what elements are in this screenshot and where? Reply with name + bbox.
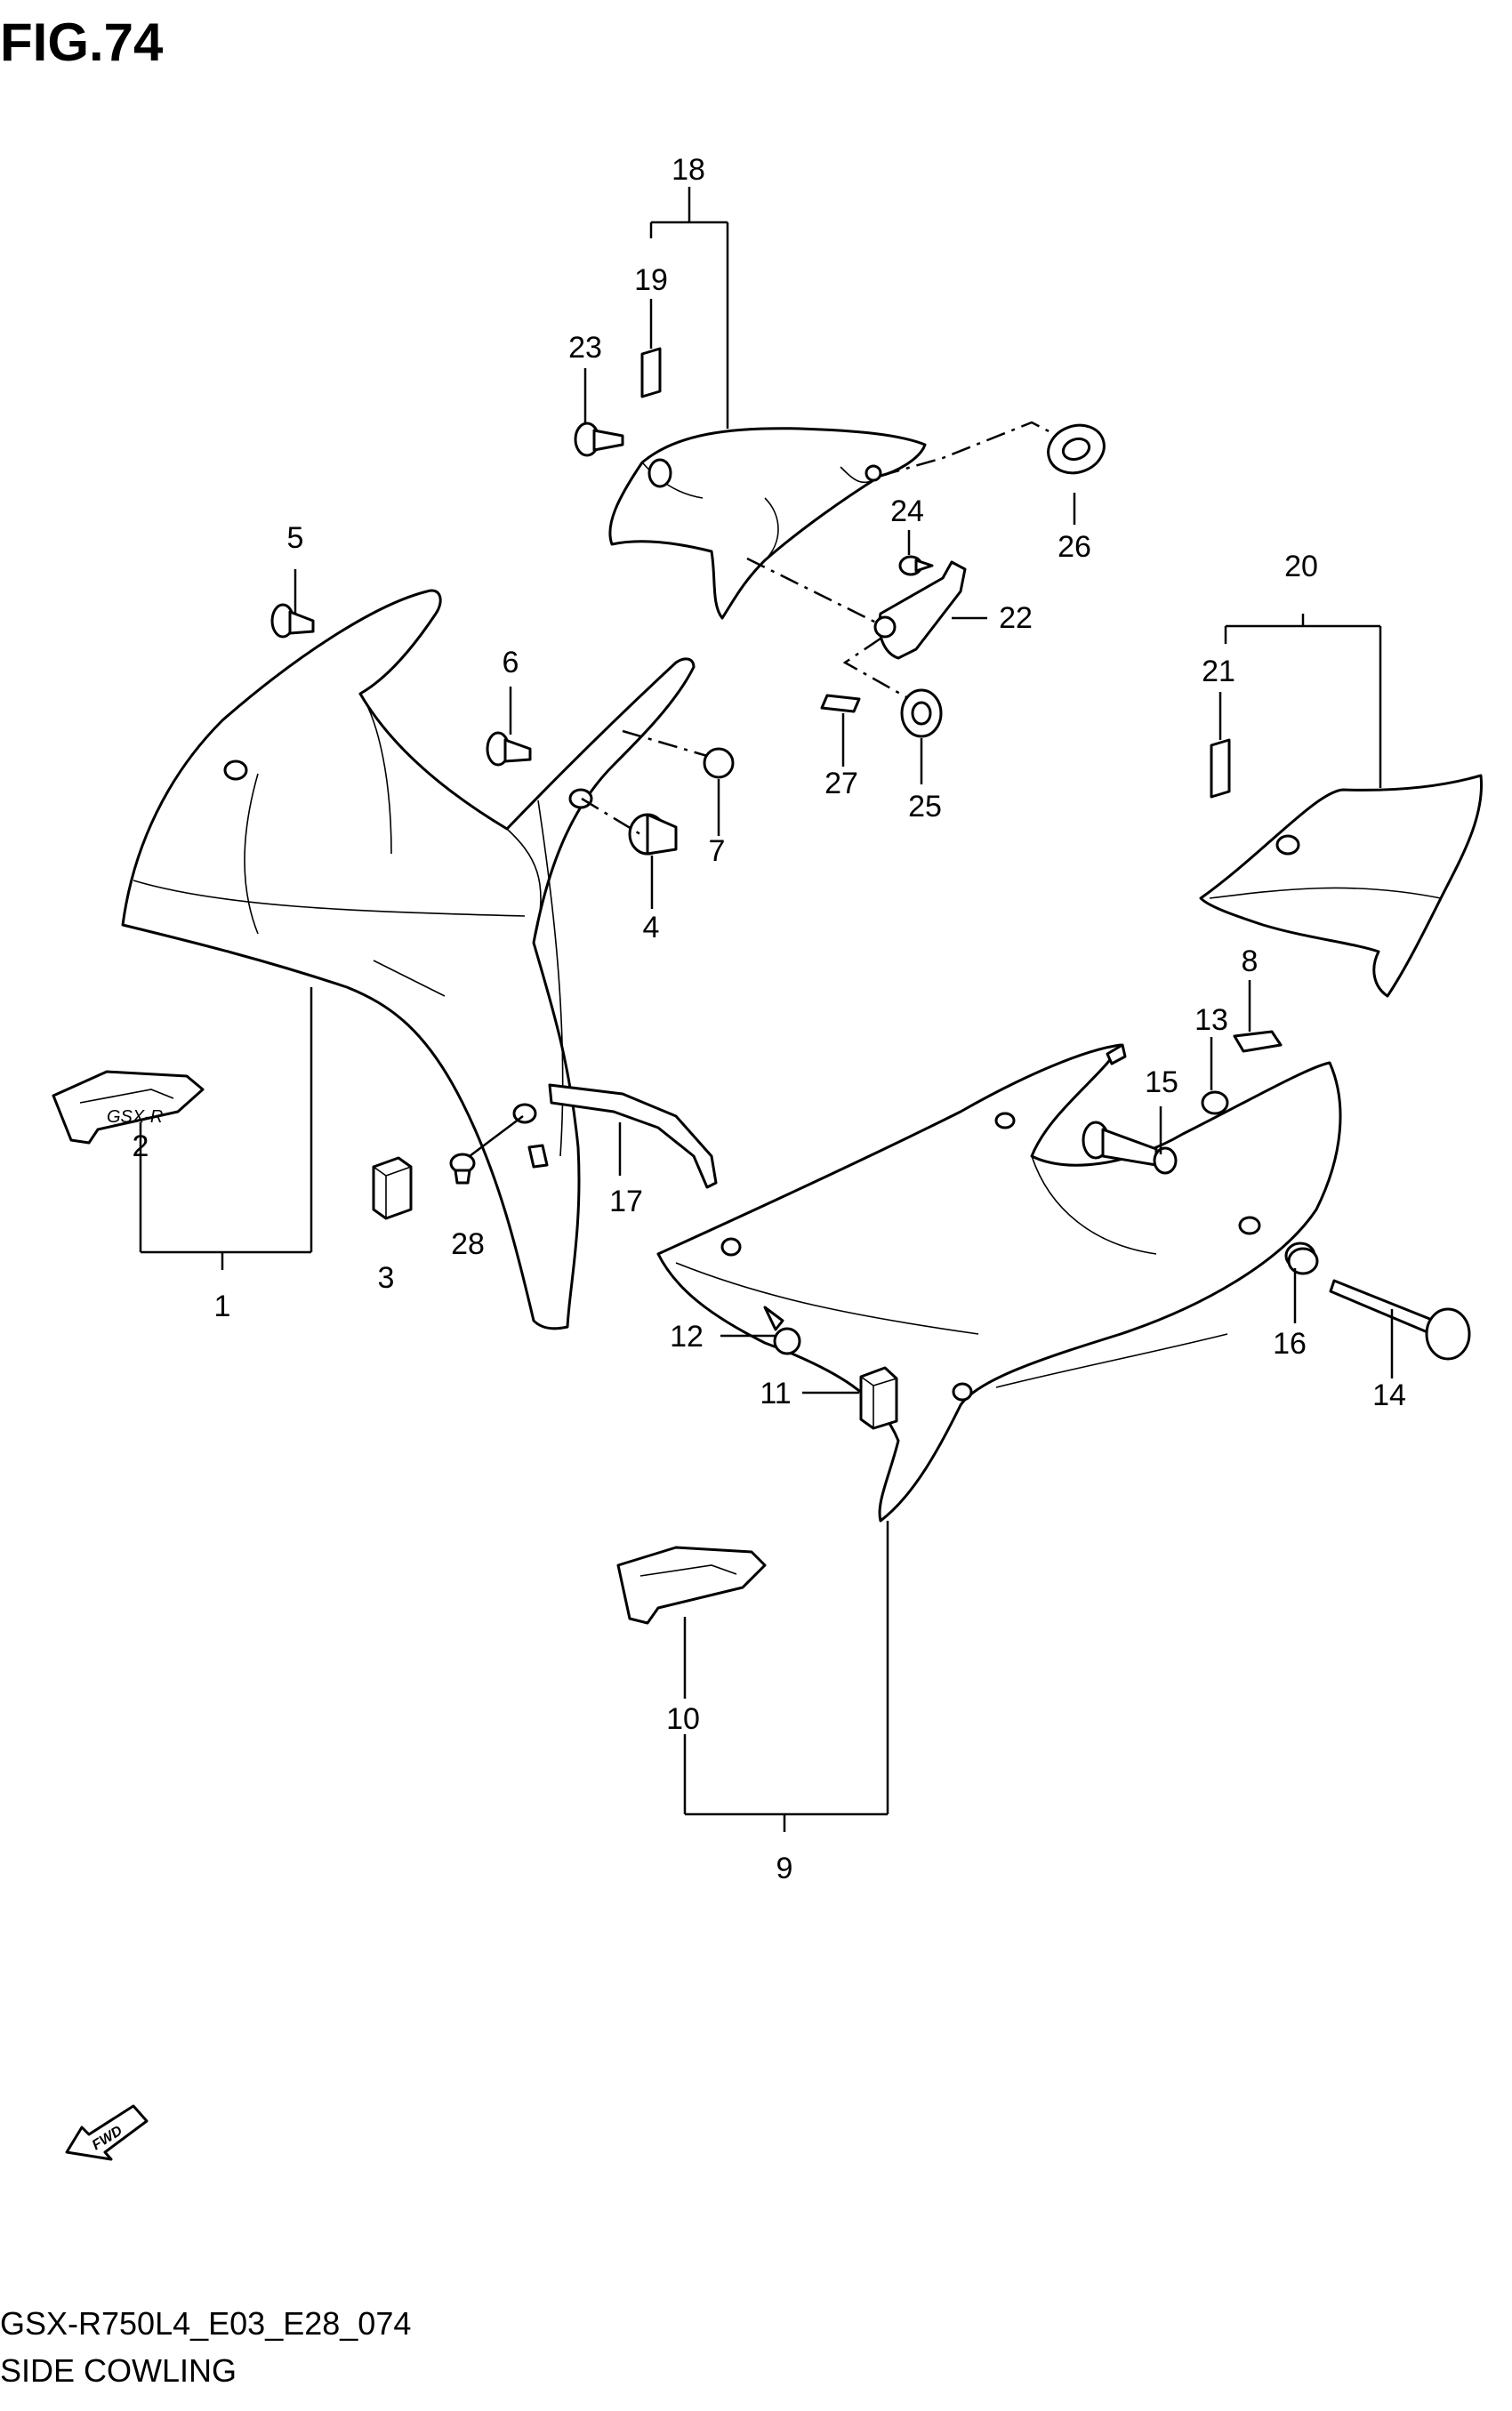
part-19-label[interactable] <box>640 347 662 398</box>
part-17-bracket[interactable] <box>548 1083 718 1189</box>
leader-28 <box>469 1115 524 1157</box>
callout-2[interactable]: 2 <box>133 1129 149 1163</box>
leader-4 <box>581 797 641 836</box>
callout-19[interactable]: 19 <box>634 263 668 297</box>
callout-26[interactable]: 26 <box>1058 530 1091 564</box>
part-4-grommet[interactable] <box>628 813 678 856</box>
figure-title: FIG.74 <box>0 12 164 72</box>
part-24-screw[interactable] <box>898 555 934 576</box>
callout-5[interactable]: 5 <box>287 521 304 555</box>
part-20-side-cover[interactable] <box>1199 774 1484 998</box>
part-7-nut[interactable] <box>703 747 735 779</box>
leader-22 <box>746 557 877 624</box>
callout-25[interactable]: 25 <box>908 790 942 824</box>
callout-27[interactable]: 27 <box>824 767 858 800</box>
part-21-label[interactable] <box>1210 738 1231 799</box>
part-13-nut[interactable] <box>1201 1090 1229 1115</box>
callout-12[interactable]: 12 <box>670 1320 704 1354</box>
part-27-tape[interactable] <box>820 694 861 713</box>
part-2-decal[interactable]: GSX-R <box>52 1070 205 1145</box>
part-25-grommet[interactable] <box>900 688 943 738</box>
part-11-clip[interactable] <box>859 1366 898 1430</box>
callout-23[interactable]: 23 <box>568 331 602 365</box>
leader-7 <box>622 729 708 758</box>
callout-16[interactable]: 16 <box>1273 1327 1307 1361</box>
callout-10[interactable]: 10 <box>666 1702 700 1736</box>
leader-26 <box>880 421 1055 478</box>
section-name: SIDE COWLING <box>0 2352 237 2389</box>
callout-21[interactable]: 21 <box>1202 655 1235 688</box>
callout-14[interactable]: 14 <box>1372 1378 1406 1412</box>
part-10-decal[interactable] <box>616 1546 767 1625</box>
callout-20[interactable]: 20 <box>1284 550 1318 583</box>
callout-18[interactable]: 18 <box>672 153 705 187</box>
callout-11[interactable]: 11 <box>760 1377 791 1410</box>
part-5-screw[interactable] <box>270 603 315 639</box>
callout-13[interactable]: 13 <box>1194 1003 1228 1037</box>
callout-28[interactable]: 28 <box>451 1227 485 1261</box>
callout-4[interactable]: 4 <box>643 911 660 944</box>
part-26-grommet[interactable] <box>1042 418 1111 481</box>
leader-lines <box>139 187 1394 1832</box>
part-22-bracket[interactable] <box>873 560 967 660</box>
callout-numbers: 18 19 23 24 26 22 25 27 5 6 7 4 20 21 8 … <box>133 153 1406 1885</box>
callout-8[interactable]: 8 <box>1242 944 1259 978</box>
callout-17[interactable]: 17 <box>609 1185 643 1218</box>
callout-1[interactable]: 1 <box>214 1290 231 1323</box>
part-9-lower-side-cowling[interactable] <box>656 1043 1342 1523</box>
part-8-tape[interactable] <box>1233 1030 1283 1053</box>
fwd-arrow-icon: FWD <box>65 2104 149 2161</box>
callout-7[interactable]: 7 <box>709 834 726 868</box>
decal-text: GSX-R <box>107 1107 163 1127</box>
part-12-screw[interactable] <box>763 1306 801 1355</box>
model-code: GSX-R750L4_E03_E28_074 <box>0 2305 411 2342</box>
callout-9[interactable]: 9 <box>776 1852 793 1885</box>
leader-25 <box>842 637 917 704</box>
callout-22[interactable]: 22 <box>999 601 1033 635</box>
part-16-collar[interactable] <box>1284 1242 1319 1275</box>
part-18-inner-panel[interactable] <box>608 427 927 620</box>
callout-6[interactable]: 6 <box>503 646 519 679</box>
callout-15[interactable]: 15 <box>1145 1065 1178 1099</box>
part-1-front-side-cowling[interactable] <box>121 589 696 1330</box>
part-6-screw[interactable] <box>486 731 532 767</box>
part-14-bolt[interactable] <box>1329 1279 1471 1361</box>
callout-3[interactable]: 3 <box>378 1261 395 1295</box>
part-28-screw[interactable] <box>449 1153 476 1185</box>
part-23-screw[interactable] <box>574 422 624 457</box>
callout-24[interactable]: 24 <box>890 494 924 528</box>
part-3-clip[interactable] <box>372 1156 413 1220</box>
